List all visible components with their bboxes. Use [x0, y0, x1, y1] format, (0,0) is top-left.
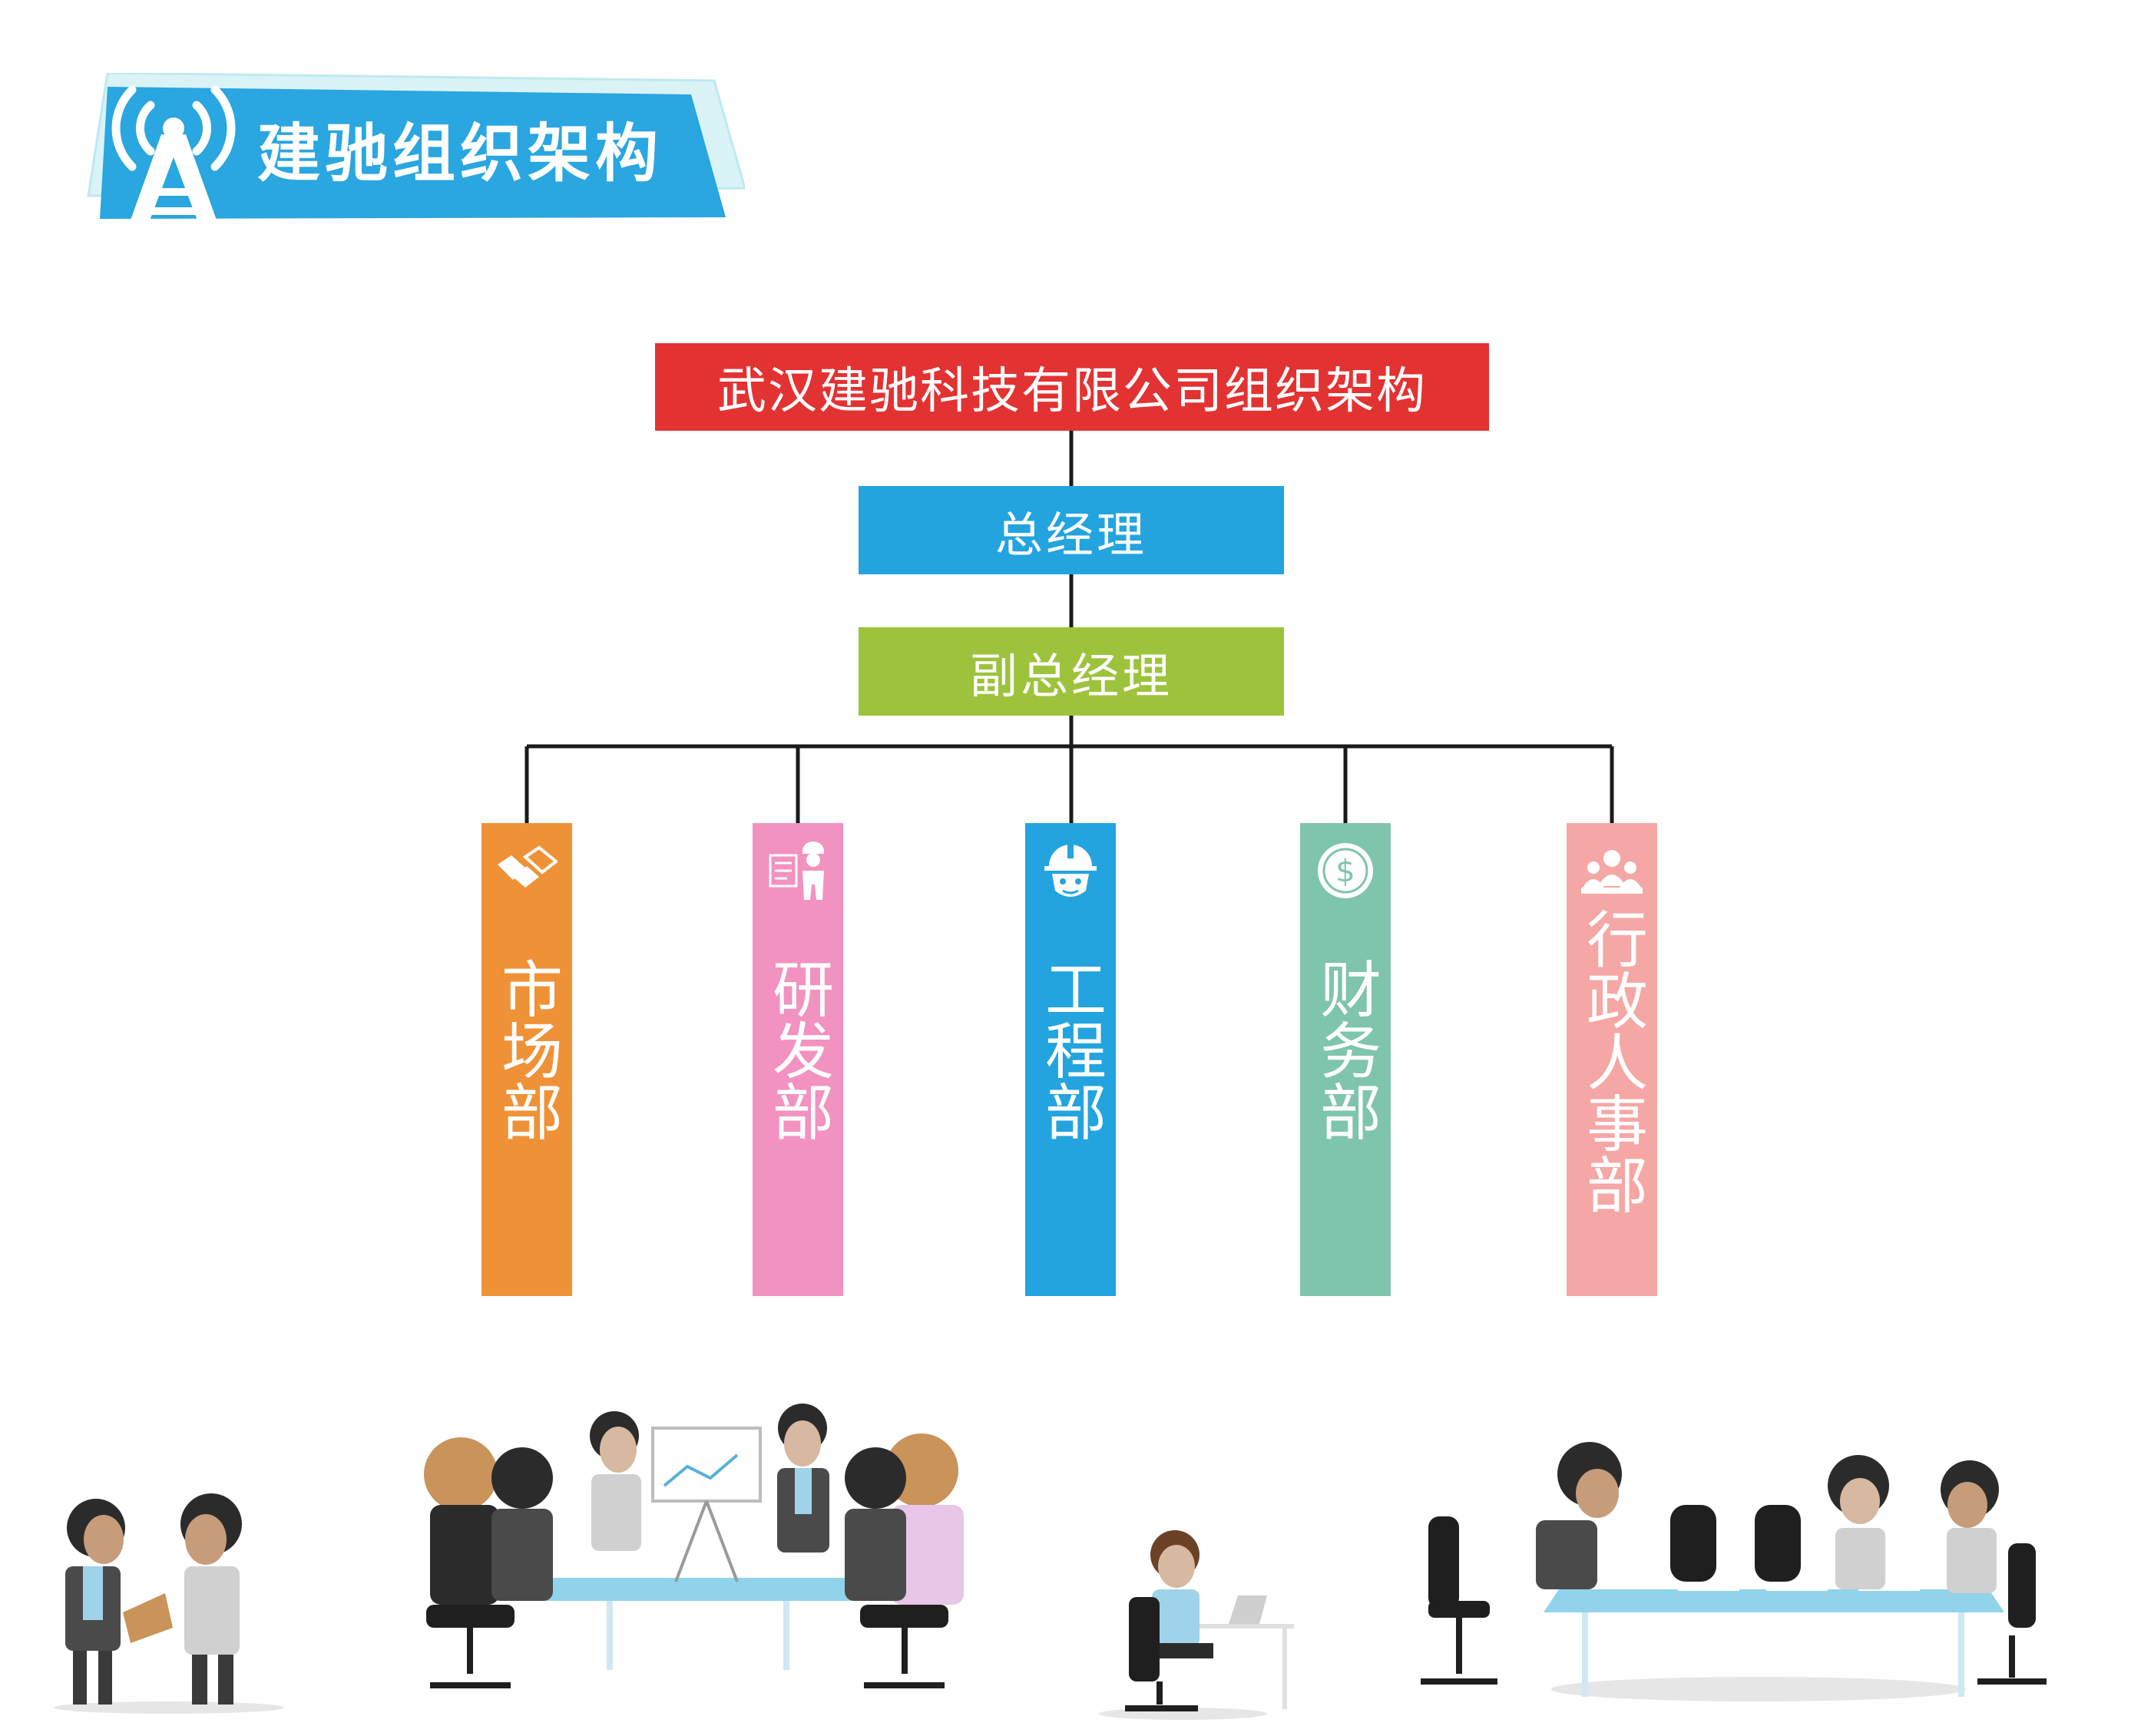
- department-engineering: 工程部: [1025, 823, 1116, 1296]
- header-banner: [87, 73, 745, 227]
- header-title: 建驰组织架构: [257, 117, 663, 190]
- signal-waves-icon: [111, 85, 236, 171]
- engineer-blueprint-icon: [769, 842, 824, 900]
- section-header: 建驰组织架构: [84, 73, 745, 238]
- department-rnd: 研发部: [753, 823, 843, 1296]
- handshake-people-illustration: [54, 1493, 284, 1714]
- department-label: 研发部: [763, 957, 834, 1142]
- department-label: 行政人事部: [1577, 908, 1648, 1215]
- department-label: 市场部: [491, 957, 563, 1142]
- department-market: 市场部: [481, 823, 572, 1296]
- handshake-icon: [498, 845, 558, 888]
- deputy-general-manager-box: 副总经理: [859, 627, 1284, 716]
- meeting-table-illustration: [424, 1404, 964, 1688]
- department-admin-hr: 行政人事部: [1567, 823, 1657, 1296]
- hardhat-worker-icon: [1044, 845, 1097, 897]
- conference-group-illustration: [1421, 1442, 2047, 1701]
- org-root-box: 武汉建驰科技有限公司组织架构: [655, 343, 1489, 431]
- office-people-illustration: [54, 1404, 2047, 1720]
- department-label: 工程部: [1035, 957, 1107, 1142]
- svg-text:$: $: [1335, 854, 1355, 889]
- laptop-worker-illustration: [1098, 1530, 1294, 1720]
- team-group-icon: [1581, 850, 1643, 894]
- department-label: 财务部: [1310, 957, 1382, 1142]
- department-finance: $ 财务部: [1300, 823, 1391, 1296]
- general-manager-box: 总经理: [859, 486, 1284, 574]
- signal-tower-icon: [128, 117, 219, 227]
- dollar-coin-icon: $: [1318, 843, 1373, 898]
